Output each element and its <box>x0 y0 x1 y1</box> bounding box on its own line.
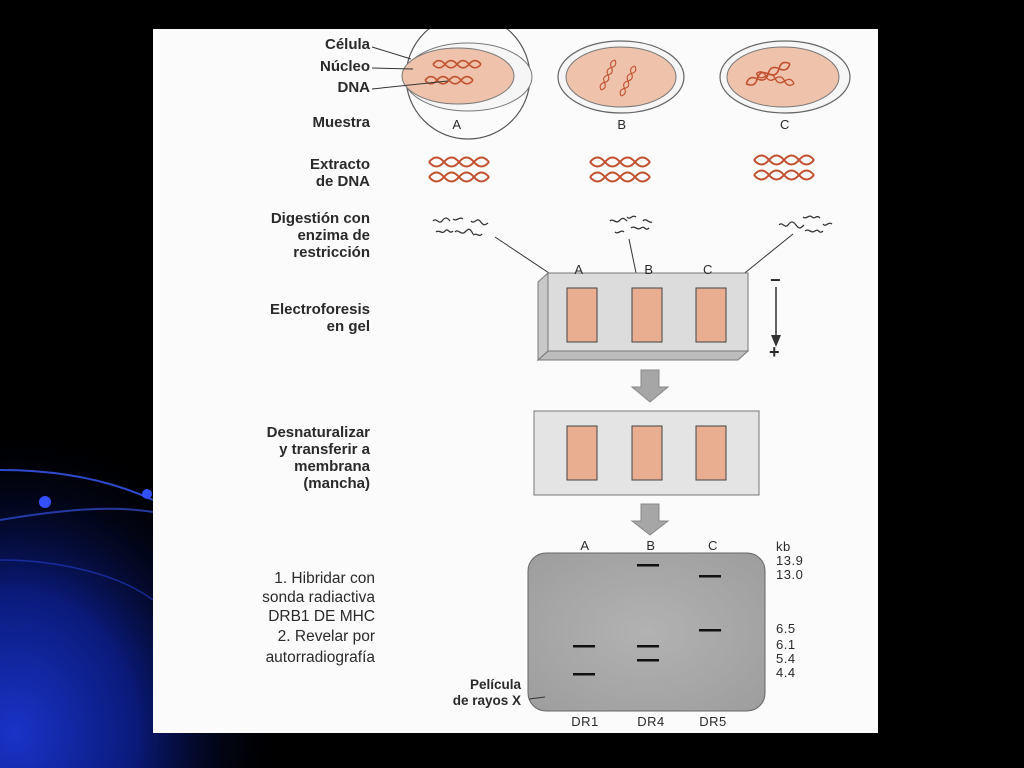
hybridize-line-5: autorradiografía <box>265 649 375 666</box>
xray-film-label: Película de rayos X <box>452 677 521 708</box>
film-lane-letter-a: A <box>580 538 590 553</box>
band-a-4.4 <box>573 673 595 676</box>
polarity-arrow-icon <box>771 287 781 347</box>
minus-pole-label: − <box>770 270 781 290</box>
hybridize-line-4: 2. Revelar por <box>277 628 375 645</box>
hybridize-line-1: 1. Hibridar con <box>274 570 375 587</box>
southern-blot-diagram <box>371 29 851 712</box>
cell-a-icon <box>401 29 533 140</box>
band-c-6.5 <box>699 629 721 632</box>
dna-label: DNA <box>337 79 371 96</box>
cell-c-icon <box>719 40 851 114</box>
sample-letter-b: B <box>617 117 627 132</box>
band-b-6.1 <box>637 645 659 648</box>
dna-extract-b <box>589 156 651 183</box>
film-lane-letter-b: B <box>646 538 656 553</box>
kb-unit-label: kb <box>776 539 791 554</box>
allele-label-dr5: DR5 <box>699 714 727 729</box>
dna-fragments-c <box>778 215 833 233</box>
size-label: 6.5 <box>776 621 796 636</box>
dna-extract-c <box>753 154 815 181</box>
gel-lane-letter-b: B <box>644 262 654 277</box>
film-lane-letter-c: C <box>708 538 718 553</box>
sample-letter-c: C <box>780 117 790 132</box>
dna-fragments-a <box>432 217 489 237</box>
size-label: 6.1 <box>776 637 796 652</box>
allele-label-dr4: DR4 <box>637 714 665 729</box>
sample-label: Muestra <box>312 114 370 131</box>
band-c-13 <box>699 575 721 578</box>
gel-lane-letter-a: A <box>574 262 584 277</box>
size-label: 4.4 <box>776 665 796 680</box>
plus-pole-label: + <box>769 342 780 362</box>
film-bands <box>573 564 721 676</box>
size-label: 13.9 <box>776 553 804 568</box>
transfer-label: Desnaturalizar y transferir a membrana (… <box>266 424 370 492</box>
gel-lane-letter-c: C <box>703 262 713 277</box>
size-label: 5.4 <box>776 651 796 666</box>
down-arrow-icon <box>630 503 670 536</box>
hybridize-line-3: DRB1 DE MHC <box>268 608 375 625</box>
hybridize-line-2: sonda radiactiva <box>262 589 375 606</box>
nucleus-label: Núcleo <box>319 58 370 75</box>
size-label: 13.0 <box>776 567 804 582</box>
dna-extract-label: Extracto de DNA <box>309 156 370 190</box>
electrophoresis-label: Electroforesis en gel <box>269 301 370 335</box>
dna-fragments-b <box>609 215 653 234</box>
cell-label: Célula <box>324 36 370 53</box>
down-arrow-icon <box>630 369 670 403</box>
band-b-5.4 <box>637 659 659 662</box>
allele-label-dr1: DR1 <box>571 714 599 729</box>
band-a-6.1 <box>573 645 595 648</box>
sample-letter-a: A <box>452 117 462 132</box>
cell-b-icon <box>557 40 685 114</box>
electrophoresis-gel <box>536 271 750 362</box>
figure-panel: Célula Núcleo DNA Muestra A B C Extracto… <box>153 29 878 733</box>
dna-extract-a <box>428 156 490 183</box>
blot-membrane <box>533 410 760 496</box>
band-b-13.9 <box>637 564 659 567</box>
digestion-label: Digestión con enzima de restricción <box>270 210 370 261</box>
xray-film <box>527 552 766 712</box>
